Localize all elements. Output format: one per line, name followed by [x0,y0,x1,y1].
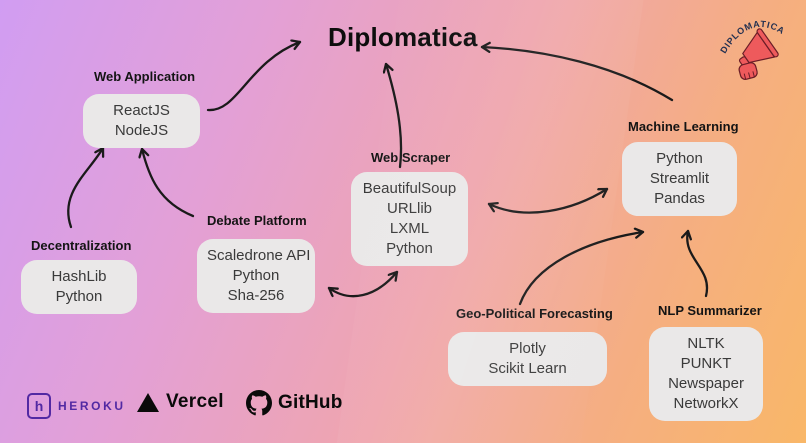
arrow-debate-scraper-bidirectional [327,270,399,298]
github-octocat-icon [246,390,272,416]
arrow-geo-to-ml [518,232,645,306]
item: PUNKT [680,355,732,372]
item: Pandas [654,190,705,207]
page-title: Diplomatica [328,22,478,52]
item: Scaledrone API [207,247,311,264]
github-label: GitHub [278,392,343,413]
item: Scikit Learn [488,360,567,377]
item: Newspaper [668,375,744,392]
heading-decentralization: Decentralization [31,238,132,253]
item: ReactJS [113,102,170,119]
box-web-application: ReactJS NodeJS [83,94,200,148]
item: HashLib [51,268,107,285]
arrow-scraper-ml-bidirectional [487,187,609,214]
heading-web-application: Web Application [94,69,196,84]
item: Plotly [509,340,546,357]
box-machine-learning: Python Streamlit Pandas [622,142,737,216]
item: LXML [389,220,430,237]
vercel-triangle-icon [137,392,159,412]
item: NodeJS [114,122,169,139]
box-web-scraper: BeautifulSoup URLlib LXML Python [351,172,468,266]
heroku-icon: h [27,393,51,419]
item: Python [232,267,280,284]
vercel-label: Vercel [166,391,224,412]
heading-machine-learning: Machine Learning [628,119,739,134]
item: NetworkX [673,395,739,412]
item: Python [386,240,433,257]
box-decentralization: HashLib Python [21,260,137,314]
item: Python [55,288,103,305]
arrow-ml-to-title [480,47,674,102]
heroku-logo: h HEROKU [27,393,126,419]
item: URLlib [386,200,432,217]
arrow-decentralization-to-webapp [67,146,103,229]
item: NLTK [687,335,725,352]
arrow-webapp-to-title [206,42,302,112]
heading-web-scraper: Web Scraper [371,150,451,165]
box-geo-political-forecasting: Plotly Scikit Learn [448,332,607,386]
github-logo: GitHub [246,390,343,416]
heading-debate-platform: Debate Platform [207,213,307,228]
item: Sha-256 [227,287,285,304]
item: BeautifulSoup [362,180,457,197]
heading-geo-political-forecasting: Geo-Political Forecasting [456,306,613,321]
brand-badge: DIPLOMATICA [708,0,804,100]
heading-nlp-summarizer: NLP Summarizer [658,303,762,318]
heroku-label: HEROKU [58,399,126,413]
fist-icon [738,62,758,80]
item: Python [656,150,703,167]
box-nlp-summarizer: NLTK PUNKT Newspaper NetworkX [649,327,763,421]
vercel-logo: Vercel [137,391,224,413]
arrow-nlp-to-ml [687,229,709,298]
arrow-debate-to-webapp [142,147,195,218]
item: Streamlit [649,170,710,187]
box-debate-platform: Scaledrone API Python Sha-256 [197,239,315,313]
